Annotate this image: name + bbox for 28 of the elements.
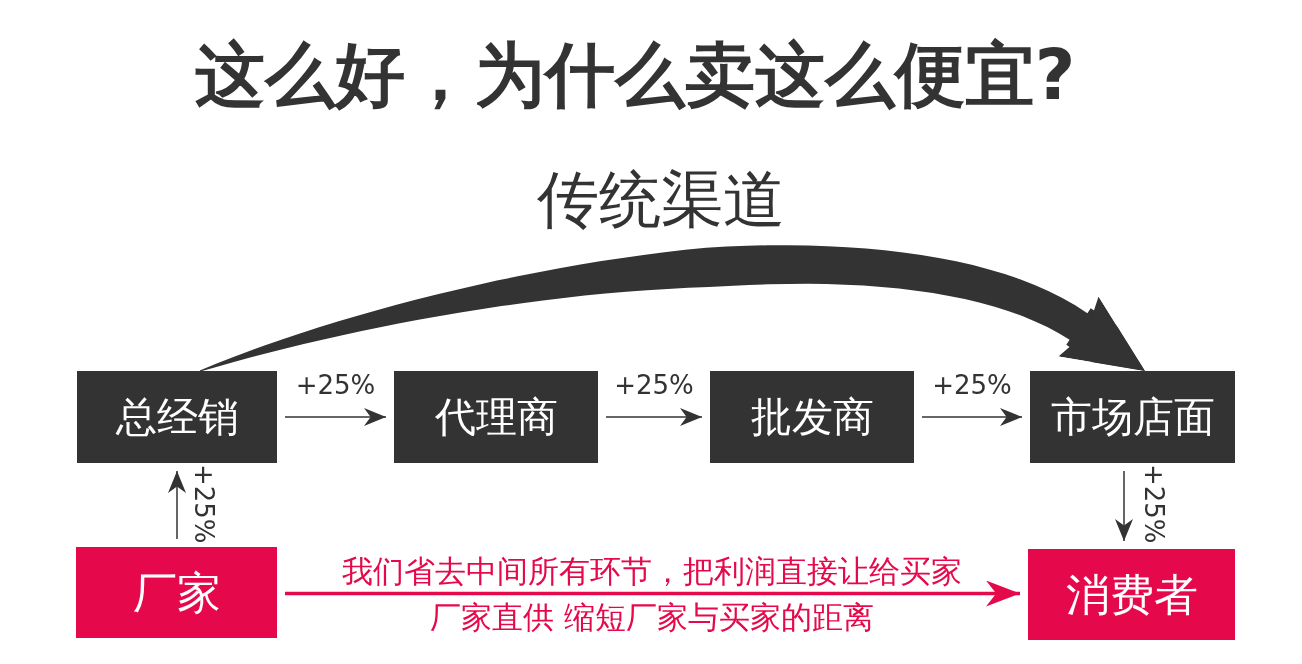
- channel-box: [1028, 549, 1235, 640]
- channel-box: [1030, 371, 1235, 463]
- node-label: 厂家: [132, 566, 221, 619]
- node-label: 消费者: [1065, 568, 1198, 621]
- edge-label: +25%: [1140, 464, 1168, 544]
- arrow: [284, 408, 387, 426]
- edge-label: 传统渠道: [536, 164, 786, 236]
- node-label: 批发商: [750, 392, 874, 442]
- title: 这么好，为什么卖这么便宜?: [193, 34, 1077, 116]
- curved-arrow: [199, 245, 1145, 372]
- note-text: 厂家直供 缩短厂家与买家的距离: [429, 599, 875, 635]
- node-label: 代理商: [434, 392, 558, 442]
- arrow: [285, 580, 1020, 607]
- channel-box: [77, 371, 277, 463]
- node-label: 总经销: [115, 392, 239, 442]
- edge-label: +25%: [931, 370, 1013, 400]
- node-label: 市场店面: [1050, 392, 1215, 442]
- channel-box: [710, 371, 914, 463]
- edge-label: +25%: [294, 370, 377, 400]
- edge-label: 我们省去中间所有环节，把利润直接让给买家: [341, 553, 963, 589]
- channel-box: [76, 547, 277, 638]
- arrow: [605, 408, 703, 426]
- arrow: [168, 470, 186, 540]
- edge-label: +25%: [613, 370, 695, 400]
- channel-box: [394, 371, 598, 463]
- edge-label: +25%: [190, 464, 218, 544]
- arrow: [1115, 470, 1133, 542]
- arrow: [921, 408, 1023, 426]
